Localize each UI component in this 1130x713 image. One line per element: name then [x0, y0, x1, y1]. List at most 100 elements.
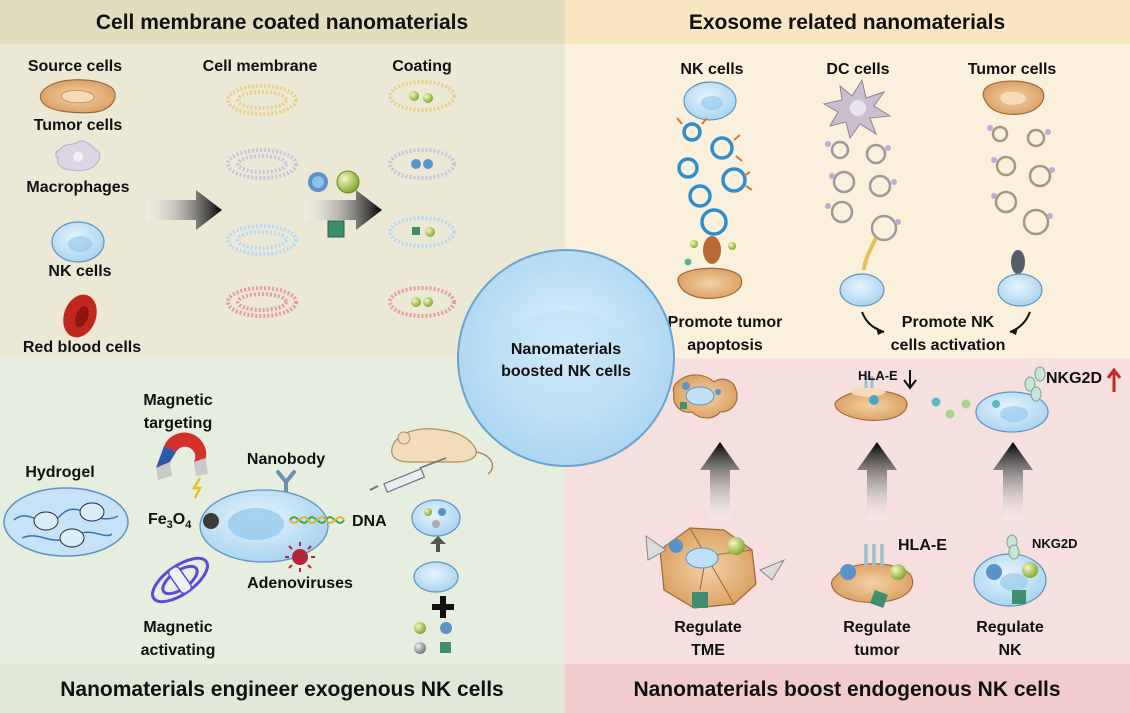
- nk-cell-icon: [51, 221, 105, 263]
- label-regulate-tumor-1: Regulate: [843, 619, 911, 636]
- label-nk-cells: NK cells: [48, 263, 111, 280]
- nk-cell-source-icon: [683, 81, 737, 121]
- label-fe3o4: Fe3O4: [148, 511, 192, 531]
- membrane-rings: [226, 84, 298, 318]
- nk-cell-nkg2d-icon: [975, 366, 1049, 433]
- nanoparticle-gold-icon: [336, 170, 360, 194]
- tumor-cluster-icon: [672, 374, 738, 419]
- label-hla-e-small: HLA-E: [858, 368, 898, 383]
- macrophage-icon: [55, 140, 101, 172]
- tumor-cell-target-icon: [677, 267, 743, 299]
- np-cube-small-icon: [440, 642, 451, 653]
- caption-promote-nk-1: Promote NK: [902, 314, 995, 331]
- up-arrow-red-icon: [1106, 367, 1122, 392]
- adenovirus-icon: [285, 542, 315, 572]
- nk-cell-tumor-target-icon: [997, 273, 1043, 307]
- arrow-up-small: [430, 536, 446, 552]
- nk-exosomes: [677, 122, 747, 236]
- quadrant-bottom-left-title-bar: [0, 664, 565, 713]
- dc-cell-icon: [822, 78, 892, 140]
- col-dc-cells: DC cells: [826, 61, 889, 78]
- caption-promote-tumor-1: Promote tumor: [668, 314, 783, 331]
- center-label-2: boosted NK cells: [501, 363, 631, 380]
- quadrant-top-right-title-bar: [565, 0, 1130, 44]
- np-grey-small-icon: [414, 642, 426, 654]
- center-nk-cell-icon: [457, 249, 675, 467]
- tumor-exosome-receptors: [987, 125, 1055, 219]
- caption-promote-tumor-2: apoptosis: [687, 337, 763, 354]
- magnetic-bar-icon: [167, 565, 193, 595]
- arrow-regulate-tme: [700, 442, 740, 520]
- center-label-1: Nanomaterials: [511, 341, 621, 358]
- quadrant-bottom-right-title-bar: [565, 664, 1130, 713]
- col-coating: Coating: [392, 58, 452, 75]
- arrow-regulate-nk: [993, 442, 1033, 520]
- arrow-regulate-tumor: [857, 442, 897, 520]
- title-bottom-right: Nanomaterials boost endogenous NK cells: [633, 678, 1060, 701]
- label-magnetic-activating-1: Magnetic: [143, 619, 212, 636]
- label-regulate-tme-2: TME: [691, 642, 725, 659]
- nk-cell-precursor-icon: [413, 561, 459, 593]
- col-source-cells: Source cells: [28, 58, 122, 75]
- tme-cluster-icon: [645, 527, 786, 609]
- coated-nanoparticles: [388, 80, 456, 318]
- label-nkg2d: NKG2D: [1032, 536, 1078, 551]
- label-hla-e: HLA-E: [898, 537, 947, 554]
- label-magnetic-targeting-1: Magnetic: [143, 392, 212, 409]
- arrowhead-dc: [876, 327, 884, 335]
- label-magnetic-activating-2: activating: [141, 642, 216, 659]
- tumor-exosome-link: [1011, 250, 1025, 274]
- quadrant-top-left-title-bar: [0, 0, 565, 44]
- secreted-particles-icon: [931, 397, 971, 419]
- arrow-membrane-extraction: [146, 190, 222, 230]
- title-top-left: Cell membrane coated nanomaterials: [96, 11, 468, 34]
- np-virus-small-icon: [440, 622, 452, 634]
- engineered-cell-injected-icon: [411, 499, 461, 537]
- label-regulate-tumor-2: tumor: [854, 642, 899, 659]
- fe3o4-particle-icon: [203, 513, 219, 529]
- label-red-blood-cells: Red blood cells: [23, 339, 141, 356]
- tumor-exosomes: [991, 125, 1052, 236]
- label-adenoviruses: Adenoviruses: [247, 575, 353, 592]
- arrow-down-hla: [903, 370, 917, 390]
- col-nk-cells: NK cells: [680, 61, 743, 78]
- plus-icon: [432, 596, 454, 618]
- nanoparticle-cube-icon: [327, 220, 345, 238]
- label-nkg2d-top: NKG2D: [1046, 370, 1102, 387]
- label-macrophages: Macrophages: [26, 179, 129, 196]
- nk-cell-dc-target-icon: [839, 273, 885, 307]
- mouse-icon: [391, 428, 494, 475]
- nk-exosome-to-tumor: [684, 236, 736, 266]
- spark-icon: [191, 477, 203, 499]
- label-magnetic-targeting-2: targeting: [144, 415, 212, 432]
- label-tumor-cells: Tumor cells: [34, 117, 123, 134]
- engineered-nk-cell-icon: [199, 489, 329, 563]
- arrow-coating: [304, 190, 382, 230]
- label-regulate-tme-1: Regulate: [674, 619, 742, 636]
- nk-exosome-receptors: [676, 117, 753, 191]
- dc-exosome-link: [862, 237, 878, 271]
- syringe-icon: [369, 457, 447, 493]
- dna-icon: [289, 516, 345, 524]
- dc-exosomes: [830, 140, 898, 242]
- label-nanobody: Nanobody: [247, 451, 325, 468]
- label-regulate-nk-1: Regulate: [976, 619, 1044, 636]
- red-blood-cell-icon: [63, 294, 97, 338]
- label-regulate-nk-2: NK: [998, 642, 1022, 659]
- dc-exosome-receptors: [825, 141, 901, 225]
- title-bottom-left: Nanomaterials engineer exogenous NK cell…: [60, 678, 503, 701]
- hydrogel-icon: [3, 487, 129, 557]
- label-hydrogel: Hydrogel: [25, 464, 94, 481]
- tumor-hla-e-icon: [834, 376, 908, 421]
- col-tumor-cells: Tumor cells: [968, 61, 1057, 78]
- tumor-cell-source-icon: [982, 80, 1045, 115]
- np-gold-small-icon: [414, 622, 426, 634]
- arrowhead-tumor: [1010, 327, 1018, 335]
- caption-promote-nk-2: cells activation: [891, 337, 1006, 354]
- label-dna: DNA: [352, 513, 387, 530]
- tumor-cell-icon: [39, 79, 116, 114]
- magnet-icon: [156, 432, 208, 480]
- title-top-right: Exosome related nanomaterials: [689, 11, 1005, 34]
